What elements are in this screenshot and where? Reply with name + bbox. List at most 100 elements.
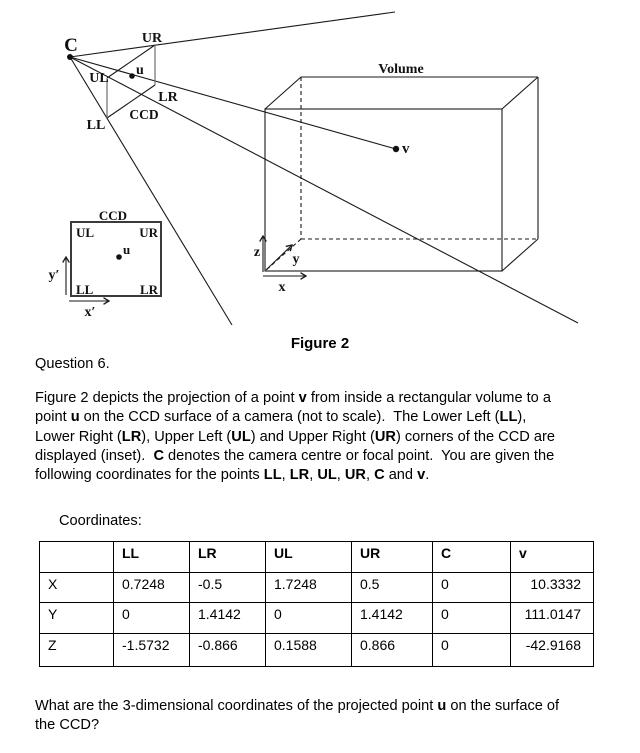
volume-edge-fbr-bbr xyxy=(501,238,539,272)
text-run: Figure 2 depicts the projection of a poi… xyxy=(35,390,299,406)
volume-edge-ftr-btr xyxy=(501,76,539,110)
label-z-axis: z xyxy=(254,245,260,260)
volume-hidden-edges xyxy=(264,77,538,272)
text-line: Figure 2 depicts the projection of a poi… xyxy=(35,389,555,408)
text-line: point u on the CCD surface of a camera (… xyxy=(35,408,555,427)
text-line: What are the 3-dimensional coordinates o… xyxy=(35,697,559,716)
cell-Y-LR: 1.4142 xyxy=(189,602,266,634)
column-header-v: v xyxy=(510,541,594,573)
cell-Y-UL: 0 xyxy=(265,602,352,634)
label-ul: UL xyxy=(89,71,108,86)
inset-label-ul: UL xyxy=(76,225,94,240)
ccd-top-edge xyxy=(106,44,156,79)
text-run: ), xyxy=(517,409,527,426)
volume-edge-ftl-btl xyxy=(264,76,302,110)
bold-term: LL xyxy=(499,409,518,426)
column-header-LL: LL xyxy=(113,541,190,573)
cell-Z-LR: -0.866 xyxy=(189,633,266,667)
row-label-X: X xyxy=(39,572,114,603)
table-corner-cell xyxy=(39,541,114,573)
cell-X-C: 0 xyxy=(432,572,511,603)
ray-through-ul xyxy=(69,56,579,324)
bold-term: u xyxy=(437,698,447,714)
cell-X-UR: 0.5 xyxy=(351,572,433,603)
bold-term: v xyxy=(417,467,426,484)
bold-term: C xyxy=(153,447,164,464)
label-volume: Volume xyxy=(378,62,423,77)
cell-X-UL: 1.7248 xyxy=(265,572,352,603)
column-header-C: C xyxy=(432,541,511,573)
inset-label-ur: UR xyxy=(139,225,158,240)
cell-Y-LL: 0 xyxy=(113,602,190,634)
y-axis-arrow xyxy=(265,244,293,271)
text-run: from inside a rectangular volume to a xyxy=(306,390,551,406)
ray-through-u-to-v xyxy=(69,56,397,150)
text-run: denotes the camera centre or focal point… xyxy=(163,447,555,464)
inset-label-u: u xyxy=(123,242,130,257)
label-x-axis: x xyxy=(279,280,286,295)
label-v: v xyxy=(402,141,410,157)
cell-Z-C: 0 xyxy=(432,633,511,667)
cell-Y-C: 0 xyxy=(432,602,511,634)
ccd-inset xyxy=(62,221,162,305)
label-y-prime: y′ xyxy=(49,268,60,283)
label-u: u xyxy=(136,63,144,78)
cell-X-LL: 0.7248 xyxy=(113,572,190,603)
text-run: and xyxy=(384,467,418,484)
text-run: . xyxy=(425,467,430,484)
cell-Y-v: 111.0147 xyxy=(510,602,594,634)
text-run: the CCD? xyxy=(35,717,100,734)
cell-Z-v: -42.9168 xyxy=(510,633,594,667)
volume-box xyxy=(264,76,539,272)
ray-through-ur xyxy=(69,11,396,58)
label-camera-centre: C xyxy=(64,35,78,56)
bold-term: v xyxy=(298,390,307,406)
bold-term: UL xyxy=(317,467,337,484)
label-x-prime: x′ xyxy=(85,305,96,320)
cell-Z-UR: 0.866 xyxy=(351,633,433,667)
column-header-UL: UL xyxy=(265,541,352,573)
inset-label-ll: LL xyxy=(76,282,94,297)
text-run: , xyxy=(281,467,290,484)
ccd-quad xyxy=(106,44,156,119)
text-run: ), Upper Left ( xyxy=(141,428,232,445)
text-line: Lower Right (LR), Upper Left (UL) and Up… xyxy=(35,428,555,447)
volume-hidden-edge-diag xyxy=(264,238,302,272)
text-run: following coordinates for the points xyxy=(35,467,264,484)
inset-square xyxy=(70,221,162,297)
projection-rays xyxy=(69,11,579,326)
point-u xyxy=(129,73,135,79)
bold-term: UR xyxy=(344,467,366,484)
bold-term: LR xyxy=(121,428,142,445)
point-c xyxy=(67,54,73,60)
text-line: the CCD? xyxy=(35,716,559,735)
column-header-LR: LR xyxy=(189,541,266,573)
row-label-Y: Y xyxy=(39,602,114,634)
point-v xyxy=(392,145,400,153)
text-run: point xyxy=(35,409,71,426)
figure-2-diagram: C UR UL LR LL CCD u Volume v z y x CCD U… xyxy=(49,11,579,326)
label-y-axis: y xyxy=(293,252,300,267)
cell-X-v: 10.3332 xyxy=(510,572,594,603)
text-run: displayed (inset). xyxy=(35,447,154,464)
inset-label-lr: LR xyxy=(140,282,159,297)
inset-label-ccd: CCD xyxy=(99,208,127,223)
ray-through-ll xyxy=(69,56,233,326)
figure-caption: Figure 2 xyxy=(290,335,350,352)
ccd-bottom-edge xyxy=(106,84,156,119)
bold-term: UL xyxy=(231,428,251,445)
label-ccd: CCD xyxy=(129,107,158,122)
cell-Y-UR: 1.4142 xyxy=(351,602,433,634)
world-axes xyxy=(259,234,308,280)
bold-term: u xyxy=(70,409,80,426)
volume-front-face xyxy=(264,108,503,272)
label-lr: LR xyxy=(158,90,178,105)
bold-term: LL xyxy=(263,467,282,484)
final-question: What are the 3-dimensional coordinates o… xyxy=(35,697,559,736)
bold-term: LR xyxy=(289,467,310,484)
